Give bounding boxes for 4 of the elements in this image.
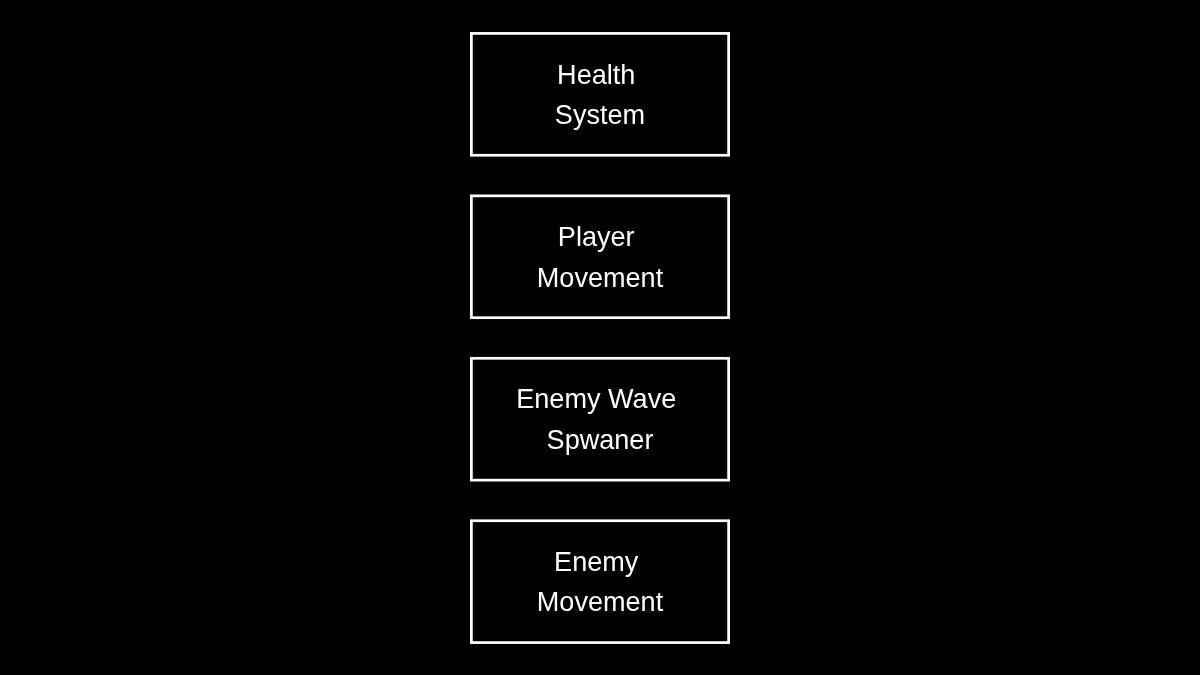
node-box: Player Movement <box>470 194 730 319</box>
node-box: Enemy Movement <box>470 518 730 644</box>
node-box: Enemy Wave Spwaner <box>470 356 730 481</box>
node-box: Health System <box>470 31 730 157</box>
